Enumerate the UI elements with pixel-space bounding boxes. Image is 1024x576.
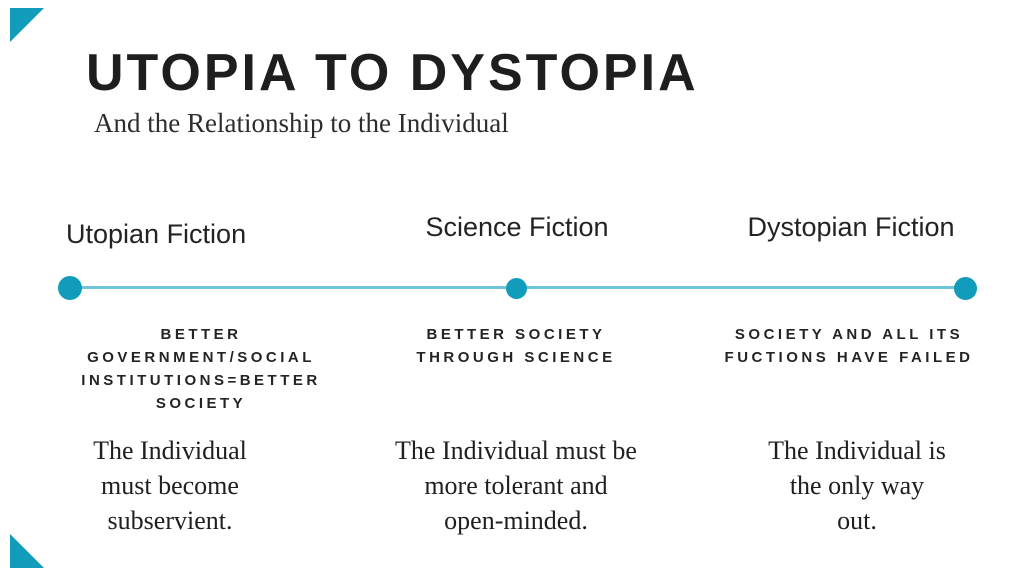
stage-body-line: The Individual <box>93 436 247 465</box>
stage-body-dystopian: The Individual is the only way out. <box>768 433 946 538</box>
stage-heading-line: INSTITUTIONS=BETTER <box>81 372 321 389</box>
stage-body-line: the only way <box>789 471 925 500</box>
stage-body-line: more tolerant and <box>424 471 608 500</box>
stage-heading-line: FUCTIONS HAVE FAILED <box>724 349 974 366</box>
stage-label-science-fiction: Science Fiction <box>425 212 609 242</box>
stage-body-science: The Individual must be more tolerant and… <box>395 433 637 538</box>
corner-accent-bottom-left-icon <box>10 534 44 568</box>
stage-heading-line: SOCIETY <box>155 395 247 412</box>
timeline-dot-dystopian <box>954 277 977 300</box>
stage-heading-dystopian: SOCIETY AND ALL ITS FUCTIONS HAVE FAILED <box>725 323 974 369</box>
stage-body-line: subservient. <box>107 506 233 535</box>
stage-heading-line: BETTER <box>160 326 242 343</box>
stage-body-utopian: The Individual must become subservient. <box>93 433 247 538</box>
stage-body-line: must become <box>101 471 239 500</box>
timeline-dot-utopian <box>58 276 82 300</box>
stage-label-utopian-fiction: Utopian Fiction <box>66 219 247 249</box>
corner-accent-top-left-icon <box>10 8 44 42</box>
stage-body-line: out. <box>837 506 877 535</box>
stage-heading-utopian: BETTER GOVERNMENT/SOCIAL INSTITUTIONS=BE… <box>81 323 320 415</box>
stage-label-dystopian-fiction: Dystopian Fiction <box>747 212 955 242</box>
timeline-dot-science <box>506 278 527 299</box>
stage-heading-line: GOVERNMENT/SOCIAL <box>87 349 315 366</box>
page-title: UTOPIA TO DYSTOPIA <box>86 44 699 102</box>
stage-body-line: open-minded. <box>444 506 588 535</box>
stage-body-line: The Individual must be <box>395 436 637 465</box>
stage-heading-line: THROUGH SCIENCE <box>416 349 616 366</box>
stage-body-line: The Individual is <box>768 436 946 465</box>
page-subtitle: And the Relationship to the Individual <box>94 108 509 138</box>
stage-heading-line: SOCIETY AND ALL ITS <box>734 326 964 343</box>
stage-heading-line: BETTER SOCIETY <box>426 326 606 343</box>
stage-heading-science: BETTER SOCIETY THROUGH SCIENCE <box>416 323 615 369</box>
